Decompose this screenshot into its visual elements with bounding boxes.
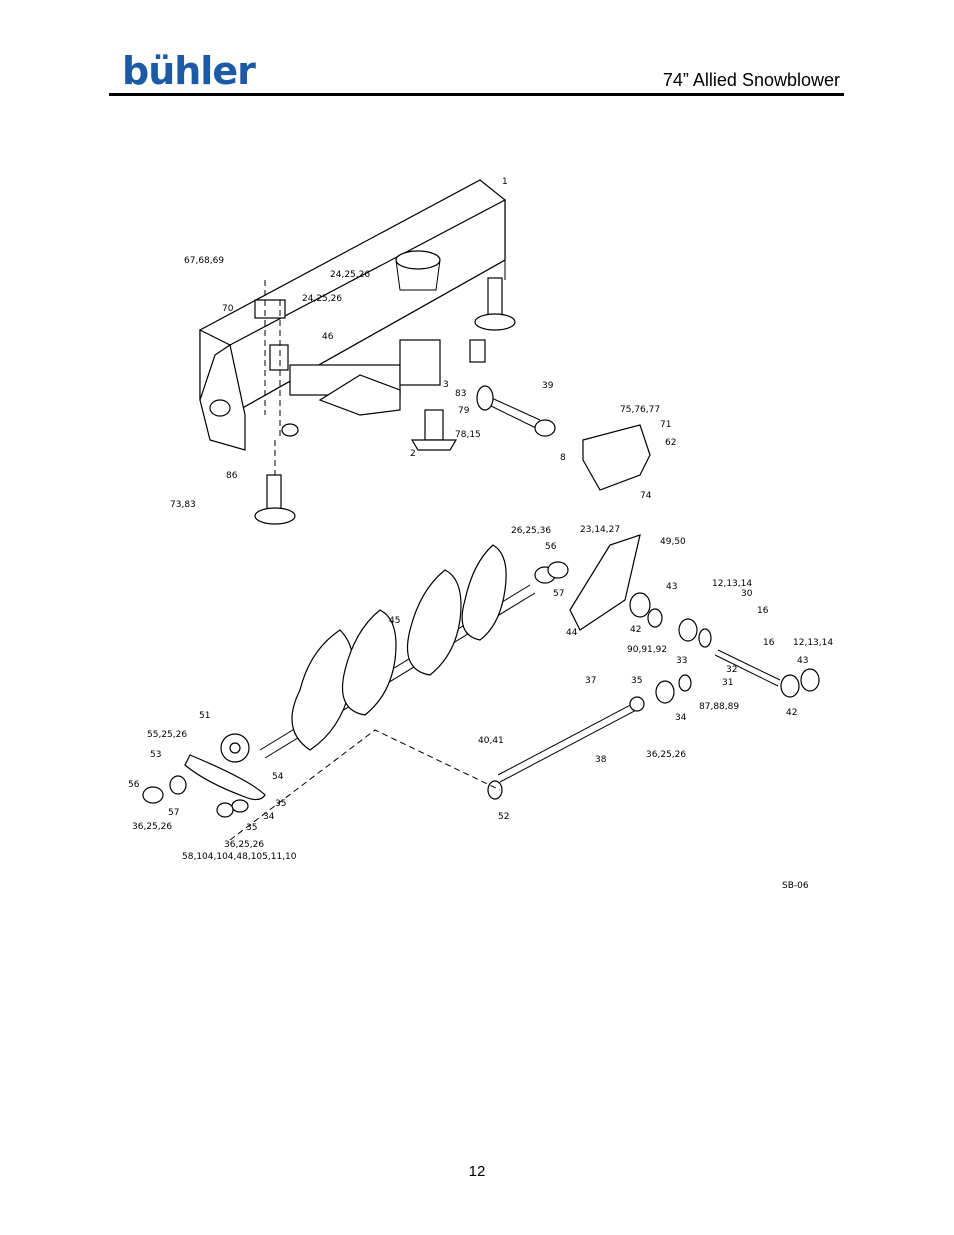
callout-42-a: 42 xyxy=(630,625,641,635)
callout-3: 3 xyxy=(443,380,449,390)
callout-45: 45 xyxy=(389,616,400,626)
callout-79: 79 xyxy=(458,406,470,416)
callout-2: 2 xyxy=(410,449,416,459)
callout-55-25-26: 55,25,26 xyxy=(147,730,187,740)
callout-53: 53 xyxy=(150,750,161,760)
callout-34-b: 34 xyxy=(263,812,275,822)
callout-42-b: 42 xyxy=(786,708,797,718)
callout-57-a: 57 xyxy=(553,589,564,599)
callout-32: 32 xyxy=(726,665,737,675)
callout-56-a: 56 xyxy=(545,542,557,552)
callout-75-76-77: 75,76,77 xyxy=(620,405,660,415)
callout-12-13-14-b: 12,13,14 xyxy=(793,638,833,648)
callout-56-b: 56 xyxy=(128,780,140,790)
callout-36-25-26-a: 36,25,26 xyxy=(646,750,686,760)
callout-labels: 1 67,68,69 24,25,26 70 24,25,26 46 3 39 … xyxy=(128,177,833,891)
callout-35-a: 35 xyxy=(631,676,642,686)
callout-70: 70 xyxy=(222,304,234,314)
callout-36-25-26-c: 36,25,26 xyxy=(224,840,264,850)
callout-90-91-92: 90,91,92 xyxy=(627,645,667,655)
callout-1: 1 xyxy=(502,177,508,187)
drawing-code: SB-06 xyxy=(782,881,809,891)
callout-26-25-36: 26,25,36 xyxy=(511,526,551,536)
callout-37: 37 xyxy=(585,676,596,686)
callout-38: 38 xyxy=(595,755,607,765)
callout-78-15: 78,15 xyxy=(455,430,481,440)
callout-36-25-26-b: 36,25,26 xyxy=(132,822,172,832)
parts-diagram: 1 67,68,69 24,25,26 70 24,25,26 46 3 39 … xyxy=(128,177,833,891)
callout-44: 44 xyxy=(566,628,578,638)
callout-52: 52 xyxy=(498,812,509,822)
callout-57-b: 57 xyxy=(168,808,179,818)
document-title: 74” Allied Snowblower xyxy=(662,70,840,90)
callout-83: 83 xyxy=(455,389,466,399)
callout-46: 46 xyxy=(322,332,334,342)
callout-24-25-26-b: 24,25,26 xyxy=(302,294,342,304)
callout-16-a: 16 xyxy=(757,606,769,616)
callout-12-13-14-a: 12,13,14 xyxy=(712,579,752,589)
callout-54: 54 xyxy=(272,772,284,782)
callout-30: 30 xyxy=(741,589,753,599)
callout-86: 86 xyxy=(226,471,238,481)
header-rule xyxy=(109,93,844,96)
callout-71: 71 xyxy=(660,420,671,430)
callout-67-68-69: 67,68,69 xyxy=(184,256,224,266)
callout-39: 39 xyxy=(542,381,554,391)
callout-49-50: 49,50 xyxy=(660,537,686,547)
auger-assembly xyxy=(142,534,820,841)
callout-73-83: 73,83 xyxy=(170,500,196,510)
callout-87-88-89: 87,88,89 xyxy=(699,702,739,712)
callout-40-41: 40,41 xyxy=(478,736,504,746)
callout-51: 51 xyxy=(199,711,210,721)
callout-74: 74 xyxy=(640,491,652,501)
callout-24-25-26-a: 24,25,26 xyxy=(330,270,370,280)
callout-35-b: 35 xyxy=(275,799,286,809)
callout-43-b: 43 xyxy=(797,656,808,666)
callout-58-104-48-105-11-10: 58,104,104,48,105,11,10 xyxy=(182,852,297,862)
buhler-logo: bühler xyxy=(122,49,256,93)
callout-8: 8 xyxy=(560,453,566,463)
callout-43-a: 43 xyxy=(666,582,677,592)
callout-35-c: 35 xyxy=(246,823,257,833)
callout-62: 62 xyxy=(665,438,676,448)
callout-16-b: 16 xyxy=(763,638,775,648)
callout-23-14-27: 23,14,27 xyxy=(580,525,620,535)
callout-31: 31 xyxy=(722,678,733,688)
housing-assembly xyxy=(199,179,651,525)
callout-33: 33 xyxy=(676,656,687,666)
page-number: 12 xyxy=(468,1163,486,1180)
callout-34-a: 34 xyxy=(675,713,687,723)
